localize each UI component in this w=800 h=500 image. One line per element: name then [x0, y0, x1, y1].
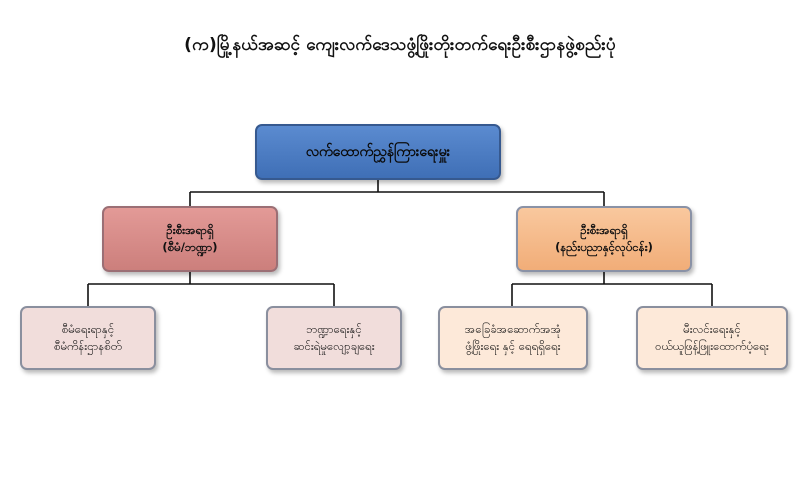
- branch-technical-operations: ဦးစီးအရာရှိ (နည်းပညာနှင့်လုပ်ငန်း): [516, 206, 692, 272]
- root-label: လက်ထောက်ညွှန်ကြားရေးမှူး: [305, 143, 451, 160]
- leaf-line-2: ဆင်းရဲမှုလျော့ချရေး: [293, 339, 375, 353]
- branch-title: ဦးစီးအရာရှိ: [166, 223, 214, 238]
- leaf-admin-planning: စီမံရေးရာနှင့် စီမံကိန်းဌာနစိတ်: [20, 306, 156, 370]
- leaf-finance-poverty: ဘဏ္ဍာရေးနှင့် ဆင်းရဲမှုလျော့ချရေး: [266, 306, 402, 370]
- branch-title: ဦးစီးအရာရှိ: [580, 223, 628, 238]
- leaf-line-2: စီမံကိန်းဌာနစိတ်: [54, 339, 122, 353]
- root-node: လက်ထောက်ညွှန်ကြားရေးမှူး: [255, 124, 501, 180]
- branch-subtitle: (စီမံ/ဘဏ္ဍာ): [162, 240, 218, 254]
- leaf-line-1: ဘဏ္ဍာရေးနှင့်: [306, 322, 362, 337]
- branch-admin-finance: ဦးစီးအရာရှိ (စီမံ/ဘဏ္ဍာ): [102, 206, 278, 272]
- leaf-line-2: ဝယ်ယူဖြန့်ဖြူးထောက်ပံ့ရေး: [655, 339, 769, 353]
- leaf-line-1: စီမံရေးရာနှင့်: [61, 322, 115, 337]
- leaf-line-2: ဖွံ့ဖြိုးရေး နှင့် ရေရရှိရေး: [465, 339, 561, 353]
- leaf-line-1: မီးလင်းရေးနှင့်: [683, 322, 741, 337]
- leaf-electricity-supply: မီးလင်းရေးနှင့် ဝယ်ယူဖြန့်ဖြူးထောက်ပံ့ရေ…: [636, 306, 788, 370]
- branch-subtitle: (နည်းပညာနှင့်လုပ်ငန်း): [555, 240, 653, 254]
- chart-title: (က)မြို့နယ်အဆင့် ကျေးလက်ဒေသဖွံ့ဖြိုးတိုး…: [184, 35, 616, 55]
- leaf-infrastructure-water: အခြေခံအဆောက်အအုံ ဖွံ့ဖြိုးရေး နှင့် ရေရရ…: [438, 306, 588, 370]
- leaf-line-1: အခြေခံအဆောက်အအုံ: [464, 322, 562, 337]
